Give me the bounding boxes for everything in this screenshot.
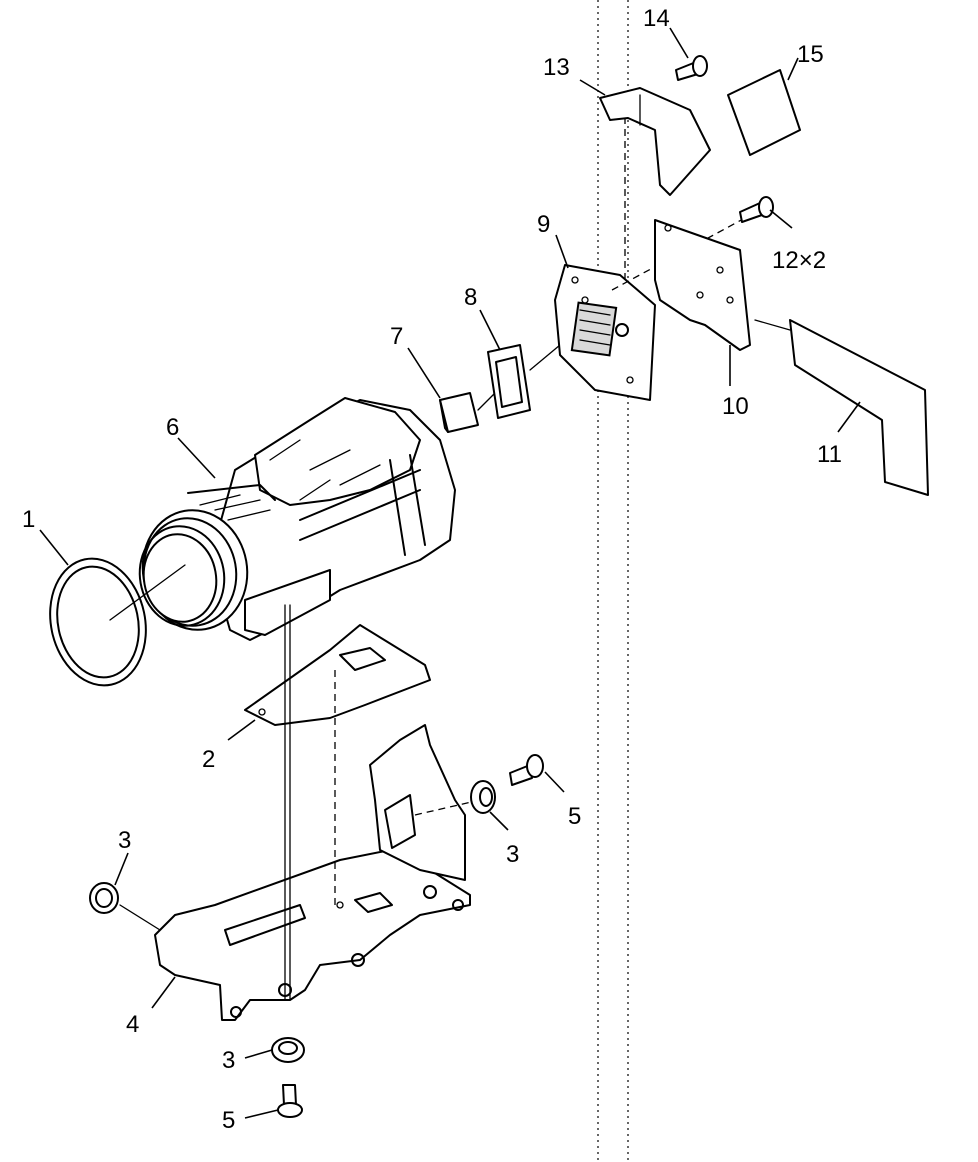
label-leaders: [39, 27, 861, 1119]
part-9-ccd-board: [554, 264, 656, 401]
part-11-flex-cable: [754, 319, 929, 496]
label-part-3: 3: [222, 1047, 235, 1074]
label-part-2: 2: [202, 746, 215, 773]
part-8-gasket: [487, 334, 573, 419]
part-6-lens-unit: [109, 397, 456, 641]
label-part-8: 8: [464, 284, 477, 311]
label-part-15: 15: [797, 41, 824, 68]
part-3-bushing-right: [470, 780, 496, 814]
label-part-9: 9: [537, 211, 550, 238]
part-2-sheet: [244, 624, 431, 726]
label-part-10: 10: [722, 393, 749, 420]
part-15-label: [727, 69, 801, 156]
part-7-filter: [439, 387, 501, 433]
label-part-4: 4: [126, 1011, 139, 1038]
part-3-bushing-bottom: [271, 1037, 305, 1063]
label-part-5: 5: [568, 803, 581, 830]
part-12-screw: [739, 196, 774, 223]
part-10-plate: [654, 219, 751, 351]
part-3-bushing-left: [89, 882, 161, 931]
label-part-7: 7: [390, 323, 403, 350]
label-part-1: 1: [22, 506, 35, 533]
label-part-6: 6: [166, 414, 179, 441]
label-part-3: 3: [506, 841, 519, 868]
label-part-13: 13: [543, 54, 570, 81]
label-part-14: 14: [643, 5, 670, 32]
label-part-11: 11: [817, 441, 842, 468]
label-part-12: 12×2: [772, 247, 826, 274]
part-5-screw-bottom: [277, 1084, 303, 1118]
label-part-5: 5: [222, 1107, 235, 1134]
part-14-screw: [675, 55, 708, 81]
part-4-base-bracket: [154, 724, 471, 1021]
part-1-ring: [49, 557, 147, 687]
part-labels: 1 2 3 3 3 4 5 5 6 7 8 9 10 11 12×2 13 14…: [22, 5, 842, 1134]
part-5-screw-right: [509, 754, 544, 786]
label-part-3: 3: [118, 827, 131, 854]
part-13-bracket: [599, 87, 711, 196]
